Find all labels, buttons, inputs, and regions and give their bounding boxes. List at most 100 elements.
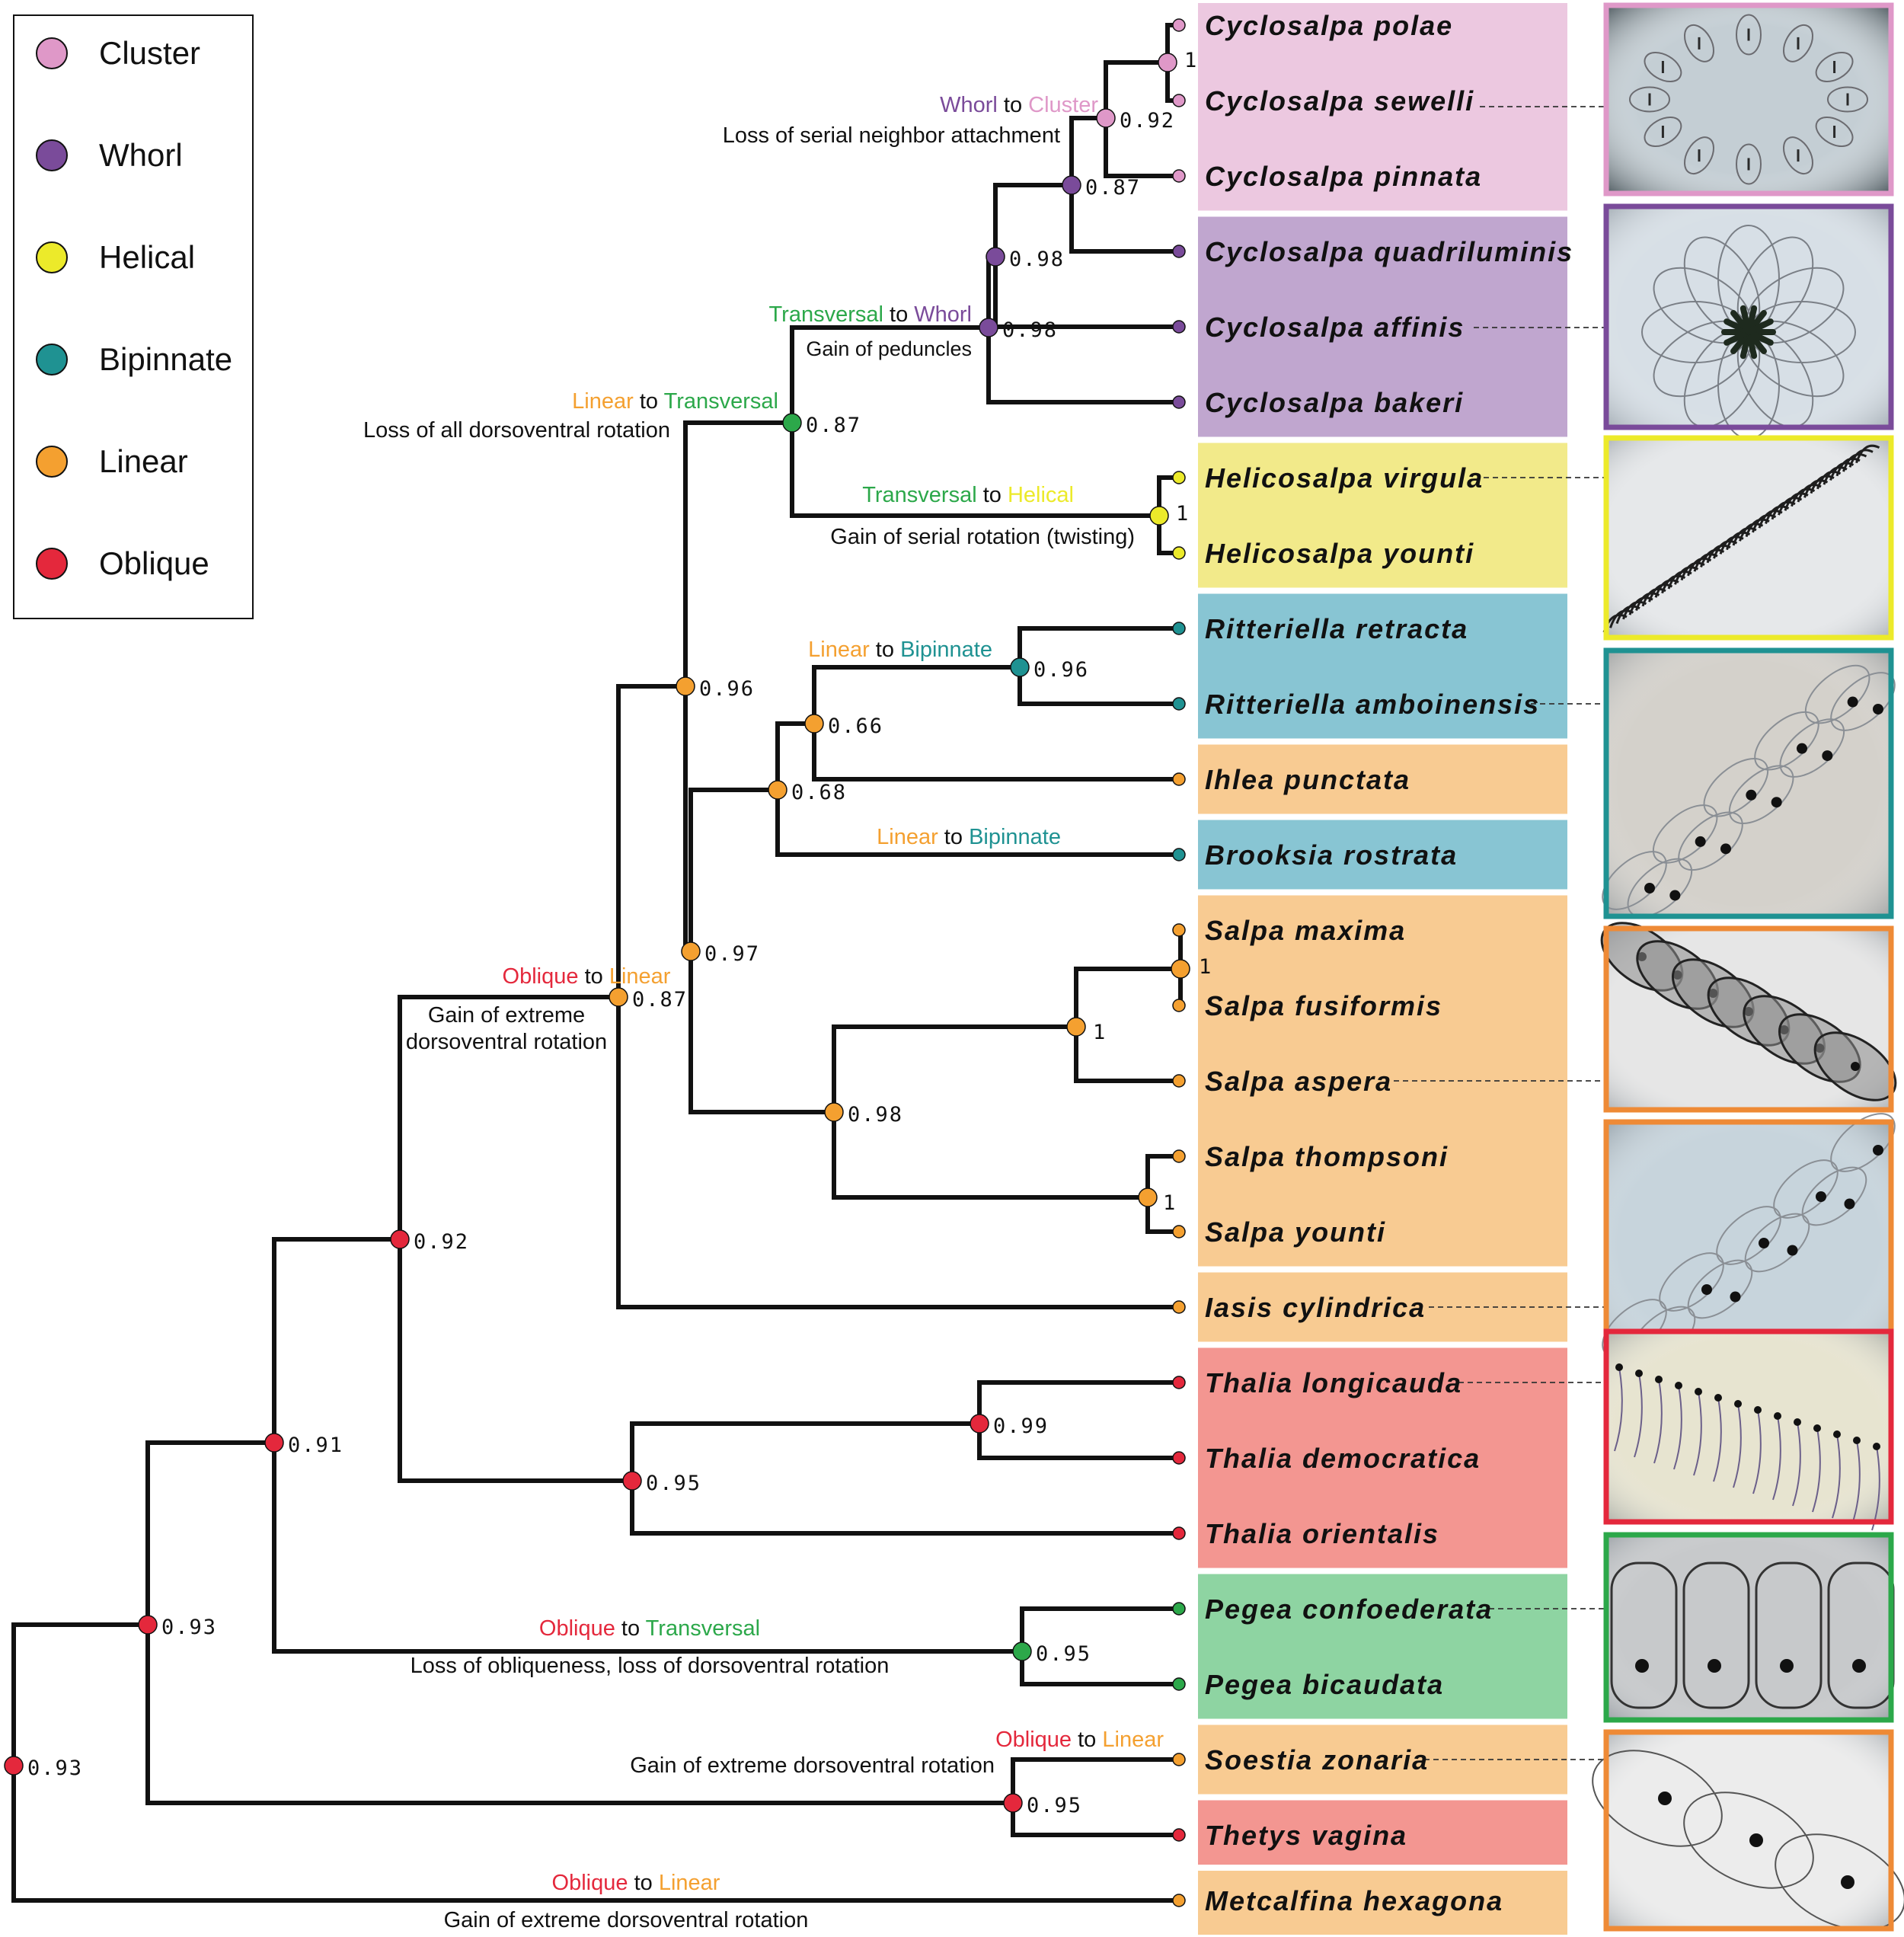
legend-items: ClusterWhorlHelicalBipinnateLinearObliqu… — [36, 35, 232, 581]
transition-label-0: Whorl to Cluster — [940, 93, 1098, 117]
tip-marker-salpa-aspera — [1172, 1074, 1186, 1088]
tip-marker-cyclosalpa-quadriluminis — [1172, 245, 1186, 258]
tip-marker-thalia-longicauda — [1172, 1376, 1186, 1389]
transition-label-1: Transversal to Whorl — [769, 302, 972, 327]
transition-joiner: to — [998, 93, 1028, 117]
zooid-nucleus — [1749, 1833, 1763, 1847]
legend-swatch-oblique — [36, 548, 68, 580]
node-marker-n066 — [804, 714, 824, 734]
support-n091: 0.91 — [288, 1434, 343, 1457]
transition-joiner: to — [579, 964, 609, 989]
support-n092: 0.92 — [414, 1230, 469, 1254]
zooid-nucleus — [1615, 1363, 1623, 1371]
helix-segment — [1848, 449, 1874, 468]
transition-from: Oblique — [539, 1616, 615, 1641]
zooid-nucleus — [1695, 836, 1706, 847]
zooid-nucleus — [1816, 1191, 1826, 1202]
transition-note-7: Loss of obliqueness, loss of dorsoventra… — [411, 1654, 890, 1678]
zooid-nucleus — [1675, 1382, 1682, 1389]
node-marker-n098u — [986, 247, 1005, 267]
support-n1sm: 1 — [1199, 955, 1212, 979]
zooid — [1684, 24, 1714, 62]
photo-frame — [1603, 2, 1894, 197]
support-n066: 0.66 — [828, 714, 883, 738]
support-n099: 0.99 — [993, 1414, 1049, 1438]
photo-vignette — [1604, 1329, 1893, 1524]
specimen-photo-3 — [1602, 647, 1896, 919]
zooid-nucleus — [1873, 704, 1883, 714]
photo-frame — [1603, 1729, 1894, 1932]
node-marker-n1sb — [1138, 1187, 1158, 1207]
zooid-nucleus — [1701, 1284, 1712, 1295]
zooid — [1652, 804, 1718, 864]
support-n1sb: 1 — [1163, 1191, 1177, 1215]
specimen-photo-5 — [1602, 1113, 1896, 1367]
transition-label-7: Oblique to Transversal — [539, 1616, 760, 1641]
zooid — [1779, 718, 1845, 778]
tip-marker-salpa-maxima — [1172, 923, 1186, 937]
specimen-photo-6 — [1603, 1328, 1894, 1531]
support-n087T: 0.87 — [806, 414, 861, 437]
taxon-label-ritteriella-retracta: Ritteriella retracta — [1205, 613, 1468, 644]
photo-vignette — [1604, 1120, 1893, 1366]
legend-swatch-whorl — [36, 139, 68, 171]
legend-label-linear: Linear — [99, 443, 188, 479]
photo-frame — [1603, 925, 1894, 1113]
tip-marker-ritteriella-retracta — [1172, 622, 1186, 635]
taxon-label-salpa-aspera: Salpa aspera — [1205, 1066, 1392, 1097]
taxon-label-pegea-bicaudata: Pegea bicaudata — [1205, 1669, 1444, 1700]
node-marker-n1sm — [1171, 959, 1190, 979]
zooid — [1644, 117, 1682, 147]
support-n092c: 0.92 — [1120, 109, 1175, 133]
transition-note-6: Gain of extreme — [428, 1003, 585, 1028]
zooid-nucleus — [1708, 1659, 1721, 1673]
zooid-nucleus — [1813, 1424, 1821, 1432]
transition-to: Linear — [609, 964, 671, 989]
zooid — [1827, 86, 1868, 113]
transition-from: Whorl — [940, 93, 998, 117]
zooid — [1804, 664, 1870, 724]
zooid — [1673, 1385, 1682, 1470]
photo-frame — [1603, 435, 1894, 641]
transition-to: Whorl — [914, 302, 972, 327]
zooid — [1592, 1750, 1723, 1847]
transition-note-3: Gain of serial rotation (twisting) — [830, 525, 1135, 549]
node-marker-n098s — [824, 1102, 844, 1122]
legend: ClusterWhorlHelicalBipinnateLinearObliqu… — [13, 14, 254, 619]
node-marker-n087T — [782, 413, 802, 433]
specimen-photo-4 — [1600, 922, 1897, 1113]
tip-marker-metcalfina-hexagona — [1172, 1894, 1186, 1907]
support-n097: 0.97 — [704, 942, 760, 966]
taxon-label-helicosalpa-virgula: Helicosalpa virgula — [1205, 462, 1484, 494]
zooid-nucleus — [1655, 1376, 1663, 1383]
transition-to: Linear — [659, 1871, 720, 1895]
transition-to: Bipinnate — [900, 638, 992, 662]
helix-segment — [1855, 444, 1880, 464]
tip-marker-salpa-younti — [1172, 1225, 1186, 1239]
tip-marker-salpa-fusiformis — [1172, 999, 1186, 1012]
zooid — [1830, 1113, 1896, 1172]
transition-joiner: to — [1072, 1728, 1102, 1752]
zooid — [1733, 1403, 1742, 1488]
node-marker-n093b — [138, 1615, 158, 1635]
legend-label-bipinnate: Bipinnate — [99, 341, 232, 377]
zooid — [1610, 1561, 1678, 1709]
support-n096b: 0.96 — [1033, 658, 1089, 682]
specimen-photos — [1592, 2, 1904, 1932]
band-bipinnate-5 — [1198, 820, 1567, 890]
transition-note-0: Loss of serial neighbor attachment — [723, 123, 1060, 148]
band-linear-12 — [1198, 1871, 1567, 1935]
taxon-label-pegea-confoederata: Pegea confoederata — [1205, 1593, 1493, 1625]
zooid-nucleus — [1794, 1418, 1801, 1426]
zooid — [1773, 1159, 1839, 1219]
transition-from: Linear — [808, 638, 870, 662]
support-n095th: 0.95 — [646, 1472, 701, 1495]
zooid-nucleus — [1852, 1659, 1866, 1673]
taxon-label-cyclosalpa-polae: Cyclosalpa polae — [1205, 10, 1453, 41]
taxon-label-cyclosalpa-bakeri: Cyclosalpa bakeri — [1205, 387, 1464, 418]
node-marker-n068 — [768, 780, 787, 800]
zooid — [1634, 1373, 1643, 1458]
zooid-nucleus — [1746, 789, 1757, 801]
